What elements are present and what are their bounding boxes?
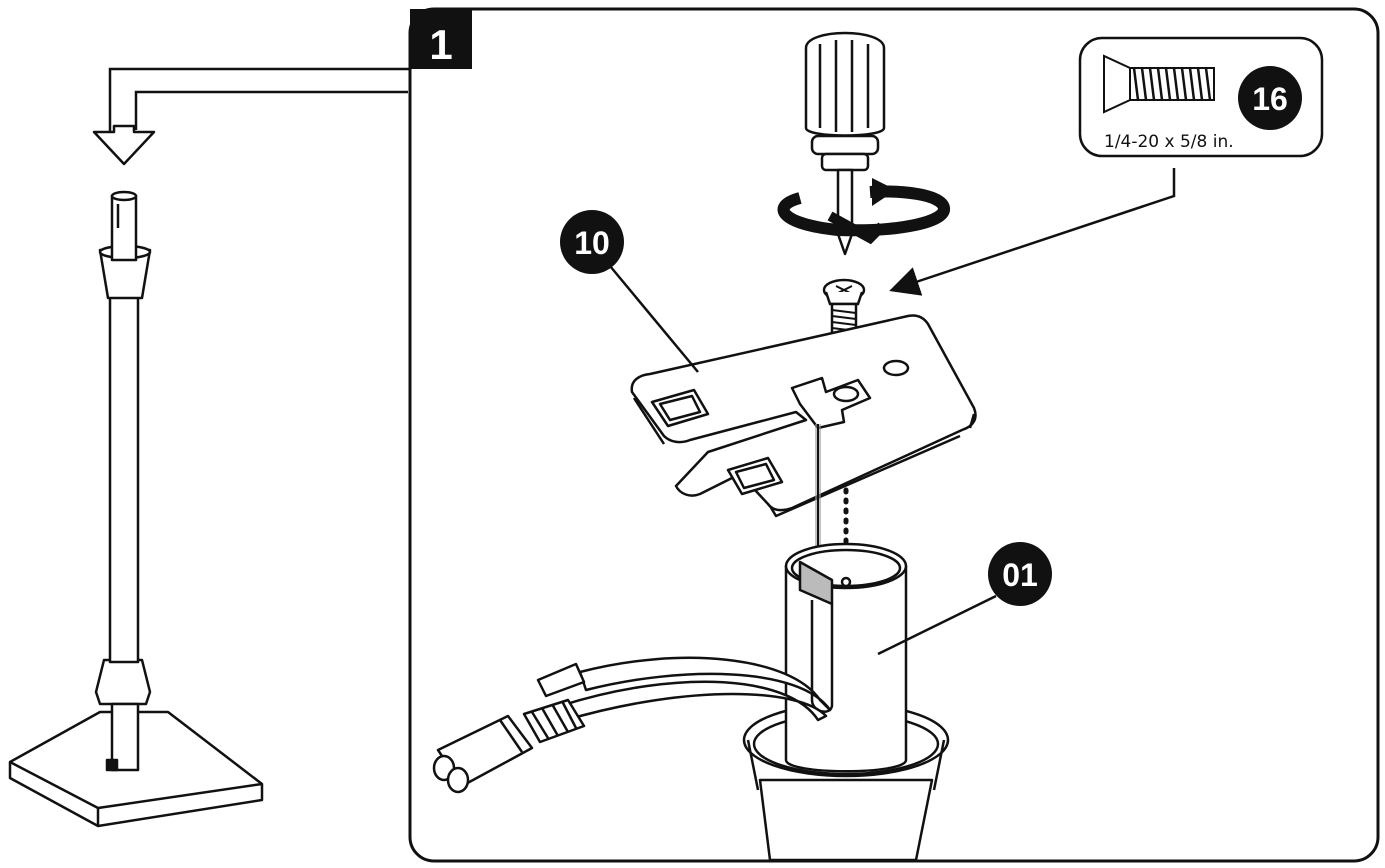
screw-spec-label: 1/4-20 x 5/8 in. <box>1104 132 1234 152</box>
part-badge-01 <box>988 542 1052 606</box>
part-badge-10 <box>560 210 624 274</box>
stand-overview <box>8 190 264 828</box>
part-number-10: 10 <box>574 225 610 261</box>
stand-top-stub <box>110 194 138 262</box>
part-callout-10: 10 <box>560 210 699 373</box>
cable-small-plug <box>536 662 586 698</box>
stand-lower-collar <box>94 658 152 706</box>
part-callout-01: 01 <box>877 542 1052 656</box>
mounting-plate <box>630 314 977 518</box>
hardware-callout: 16 1/4-20 x 5/8 in. <box>1078 36 1324 158</box>
flat-head-screw-icon <box>1103 54 1215 114</box>
callout-leader-line <box>889 168 1176 296</box>
down-arrow-icon <box>92 124 156 166</box>
step-number-tab <box>410 9 472 69</box>
step-connector-line <box>108 67 410 132</box>
part-number-01: 01 <box>1002 557 1038 593</box>
leader-line-10 <box>609 265 699 373</box>
power-cable <box>432 656 832 794</box>
stand-pole <box>108 280 140 664</box>
plate-round-hole <box>882 359 910 377</box>
part-number-16: 16 <box>1252 81 1288 117</box>
rotation-arrow-icon <box>777 178 950 245</box>
leader-line-01 <box>877 594 997 656</box>
part-badge-16 <box>1238 66 1302 130</box>
step-number: 1 <box>429 21 452 68</box>
pole-01 <box>742 542 950 862</box>
